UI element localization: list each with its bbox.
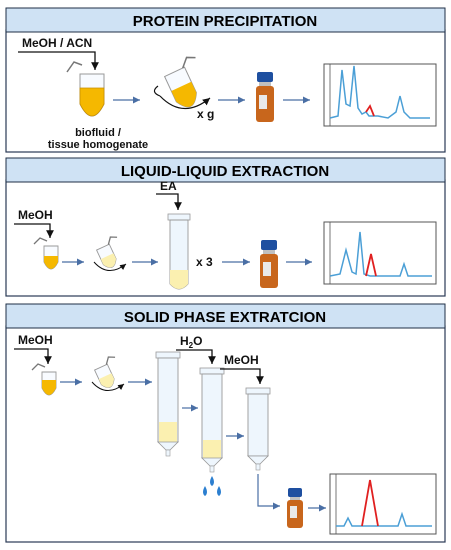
- centrifuge-icon: [153, 56, 211, 110]
- sample-label: biofluid /: [75, 127, 121, 139]
- vial-icon: [287, 488, 303, 528]
- second-reagent-label: EA: [160, 179, 177, 193]
- chromatogram-icon: [323, 63, 437, 127]
- sample-label-2: tissue homogenate: [48, 139, 148, 151]
- section-banner: [5, 303, 446, 329]
- section-banner: [5, 7, 446, 33]
- centrifuge-icon: [91, 356, 125, 391]
- section-title: SOLID PHASE EXTRATCION: [124, 309, 326, 326]
- vial-icon: [260, 240, 278, 288]
- section-liquid-liquid-extraction: LIQUID-LIQUID EXTRACTION MeOH EA x 3: [5, 157, 446, 297]
- spe-cartridge-icon: [155, 351, 181, 457]
- elute-reagent-label: MeOH: [224, 353, 259, 367]
- drops-icon: [203, 476, 221, 496]
- spe-cartridge-icon: [199, 367, 225, 473]
- section-title: PROTEIN PRECIPITATION: [133, 13, 317, 30]
- wash-reagent-label: H2O: [180, 334, 202, 350]
- vial-icon: [256, 72, 274, 122]
- section-title: LIQUID-LIQUID EXTRACTION: [121, 163, 329, 180]
- reagent-label: MeOH / ACN: [22, 36, 92, 50]
- centrifuge-label: x g: [197, 107, 214, 121]
- reagent-label: MeOH: [18, 333, 53, 347]
- reagent-label: MeOH: [18, 208, 53, 222]
- section-banner: [5, 157, 446, 183]
- spe-cartridge-icon: [245, 387, 271, 471]
- section-solid-phase-extraction: SOLID PHASE EXTRATCION MeOH: [5, 303, 446, 543]
- chromatogram-icon: [329, 473, 437, 535]
- tube-icon: [167, 213, 191, 290]
- chromatogram-icon: [323, 221, 437, 285]
- tube-icon: [33, 237, 59, 270]
- repeat-label: x 3: [196, 255, 213, 269]
- tube-icon: [31, 363, 57, 396]
- section-protein-precipitation: PROTEIN PRECIPITATION MeOH / ACN bioflui…: [5, 7, 446, 153]
- tube-icon: [66, 61, 105, 117]
- centrifuge-icon: [93, 236, 127, 271]
